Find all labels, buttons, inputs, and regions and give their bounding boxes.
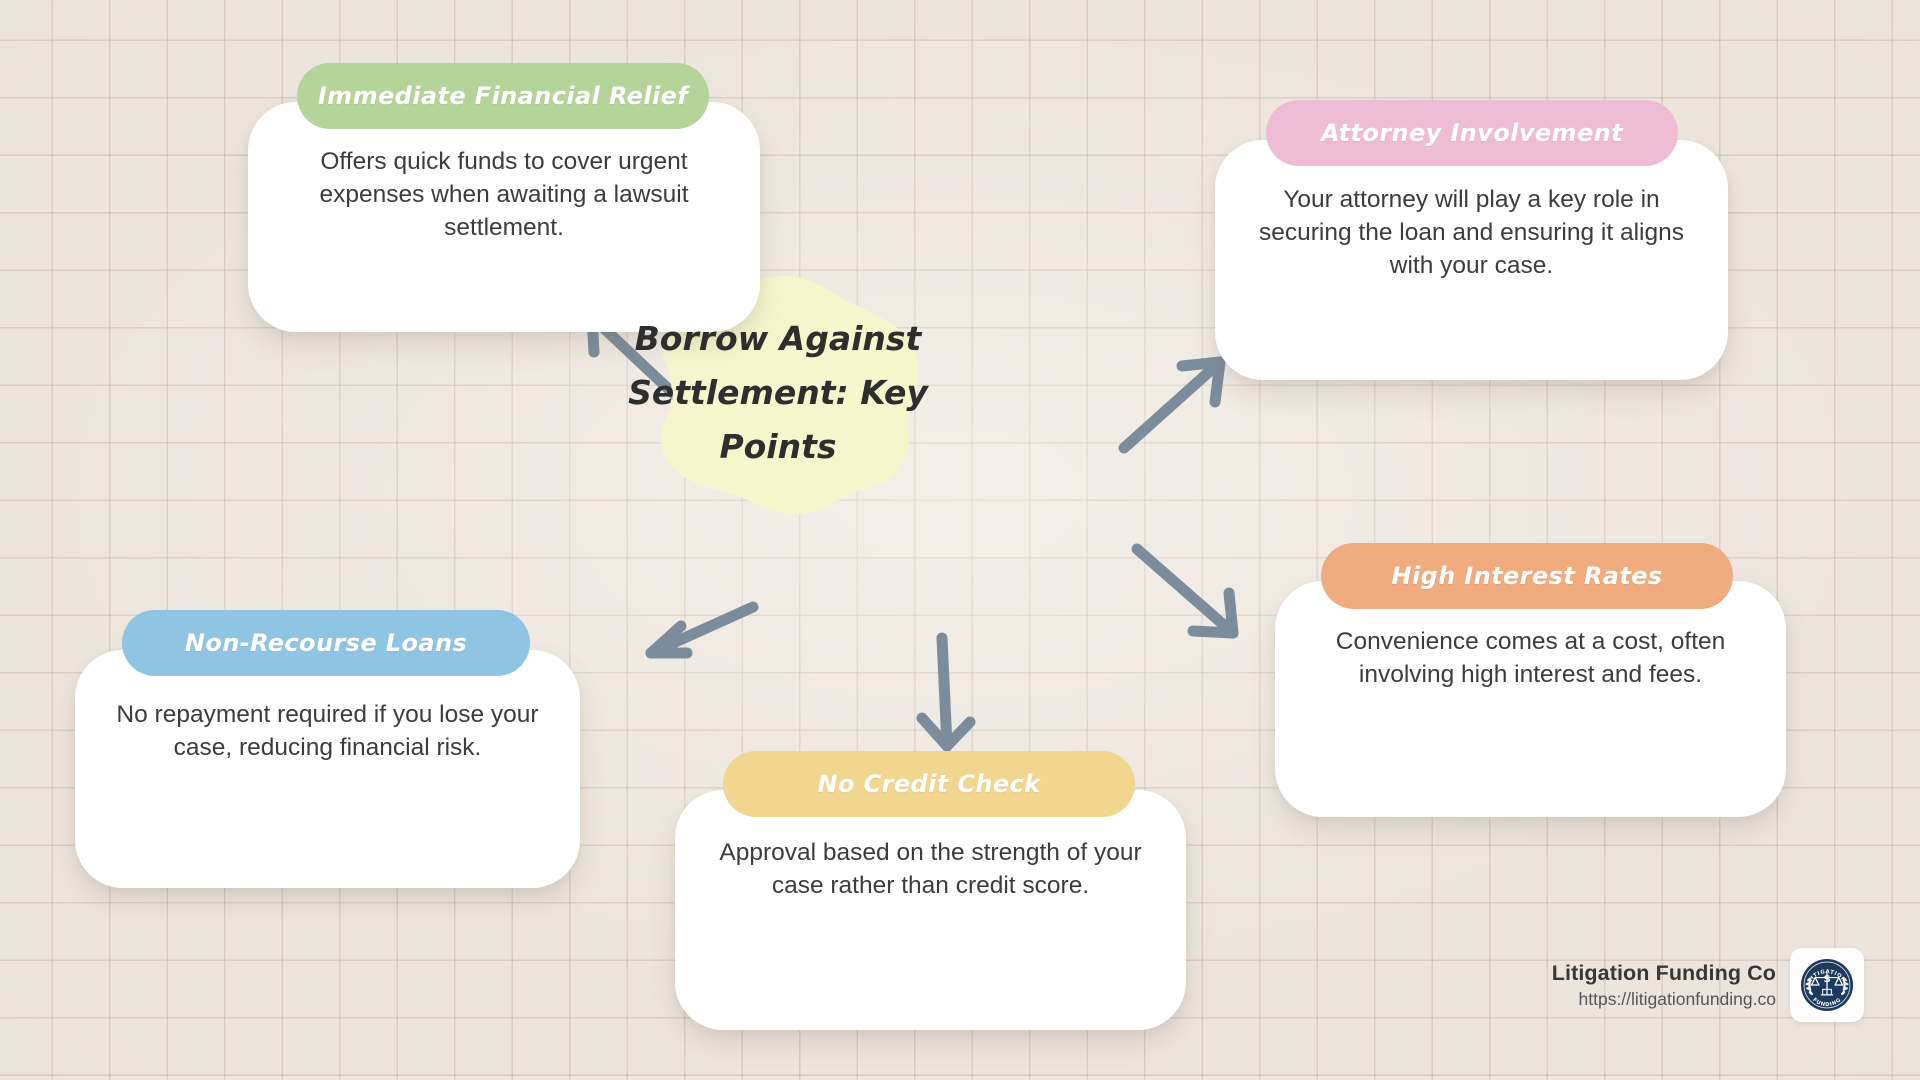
brand-logo-tile: $ LITIGATION FUNDING — [1790, 948, 1864, 1022]
brand-url[interactable]: https://litigationfunding.co — [1578, 988, 1777, 1009]
brand-footer: Litigation Funding Co https://litigation… — [1552, 948, 1864, 1022]
card-body — [1215, 140, 1728, 380]
card-description: No repayment required if you lose your c… — [116, 701, 539, 761]
card-title-text: High Interest Rates — [1391, 562, 1663, 590]
card-title-text: Immediate Financial Relief — [317, 82, 689, 110]
litigation-funding-seal-icon: $ LITIGATION FUNDING — [1800, 958, 1854, 1012]
card-body — [248, 102, 760, 332]
logo-dollar-symbol: $ — [1823, 973, 1830, 985]
card-description: Your attorney will play a key role in se… — [1259, 186, 1684, 279]
card-title-pill: Attorney Involvement — [1266, 100, 1678, 166]
card-title-text: Non-Recourse Loans — [184, 629, 468, 657]
card-title-text: Attorney Involvement — [1320, 119, 1624, 147]
card-title-text: No Credit Check — [817, 770, 1041, 798]
card-title-pill: Immediate Financial Relief — [297, 63, 709, 129]
brand-text-block: Litigation Funding Co https://litigation… — [1552, 960, 1776, 1011]
card-title-pill: Non-Recourse Loans — [122, 610, 530, 676]
card-description: Offers quick funds to cover urgent expen… — [319, 148, 689, 241]
brand-name: Litigation Funding Co — [1551, 960, 1776, 985]
card-body — [75, 650, 580, 888]
card-description: Convenience comes at a cost, often invol… — [1335, 628, 1726, 688]
center-blob-shape — [618, 268, 938, 518]
card-title-pill: High Interest Rates — [1321, 543, 1733, 609]
card-body — [1275, 581, 1786, 817]
logo-bottom-arc-text: FUNDING — [1811, 997, 1842, 1008]
card-description: Approval based on the strength of your c… — [719, 839, 1142, 899]
card-body — [675, 790, 1186, 1030]
card-title-pill: No Credit Check — [723, 751, 1135, 817]
